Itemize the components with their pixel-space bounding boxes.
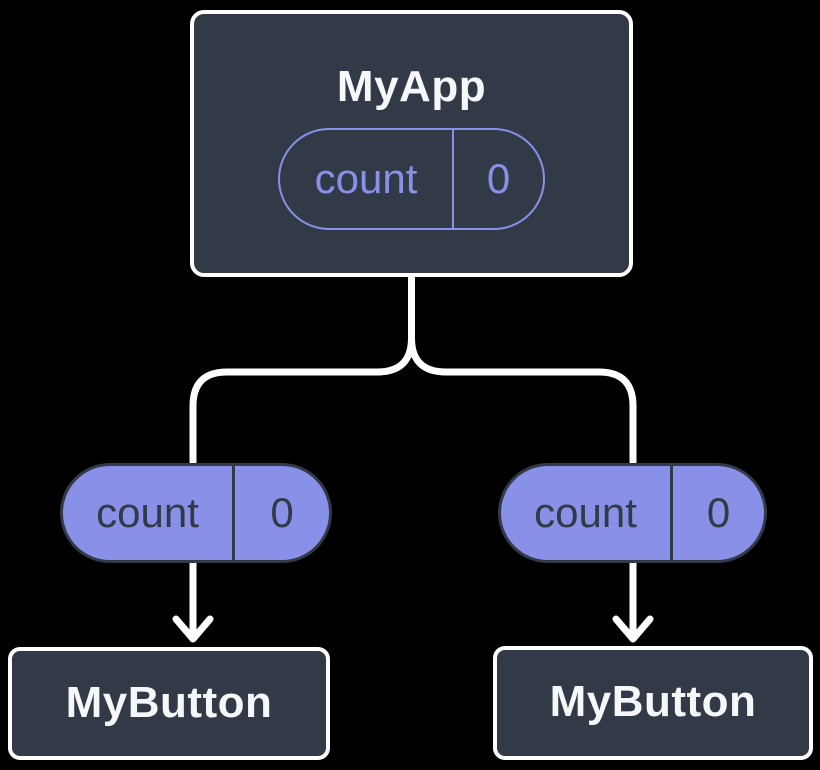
node-mybutton-right: MyButton [493, 646, 813, 760]
state-pill-key: count [314, 155, 418, 202]
prop-pill-right: count 0 [498, 463, 767, 563]
node-mybutton-right-label: MyButton [549, 677, 757, 726]
fork-left-line [189, 334, 415, 467]
prop-pill-left: count 0 [60, 463, 332, 563]
state-pill-value: 0 [452, 130, 543, 228]
node-myapp-label: MyApp [336, 62, 487, 111]
state-pill-root: count 0 [278, 128, 545, 230]
right-arrowhead-icon [612, 615, 654, 643]
node-mybutton-left: MyButton [8, 647, 330, 760]
node-mybutton-left-label: MyButton [65, 677, 273, 727]
prop-pill-key: count [534, 489, 637, 536]
prop-pill-value: 0 [670, 466, 764, 560]
prop-pill-value: 0 [232, 466, 329, 560]
fork-right-line [408, 334, 637, 467]
prop-pill-key: count [96, 489, 199, 536]
left-arrowhead-icon [172, 615, 214, 643]
